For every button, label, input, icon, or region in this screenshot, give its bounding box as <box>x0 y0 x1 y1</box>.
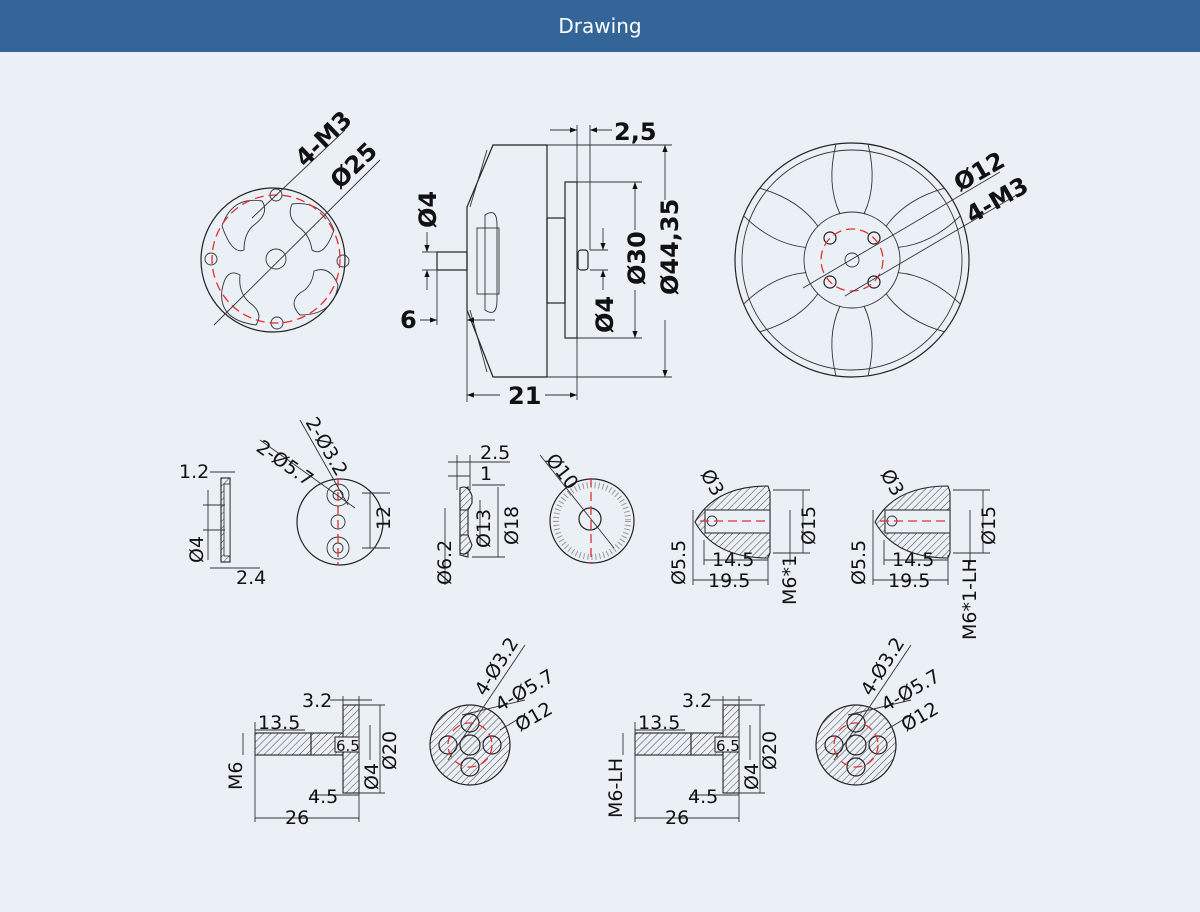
front-shaft-diameter-label: Ø4 <box>414 191 442 228</box>
thickness-a-label: 1.2 <box>179 461 209 483</box>
spacing-label: 12 <box>373 506 395 530</box>
thread-label: M6-LH <box>605 758 627 818</box>
thickness-label: 2.5 <box>480 442 510 464</box>
bore-diameter-label: Ø4 <box>741 763 763 790</box>
bore-diameter-label: Ø4 <box>361 763 383 790</box>
motor-mount-face-view: 4-M3 Ø25 <box>200 105 383 333</box>
rear-offset-label: 2,5 <box>614 118 657 146</box>
spacer-face-view: 2-Ø5.7 2-Ø3.2 12 <box>252 414 395 566</box>
flange-label: 3.2 <box>302 690 332 712</box>
shaft-length-label: 6 <box>400 306 417 334</box>
rear-shaft-diameter-label: Ø4 <box>591 296 619 333</box>
page-title: Drawing <box>558 14 642 38</box>
prop-adapter-cw-face-view: 4-Ø3.2 4-Ø5.7 Ø12 <box>429 634 558 786</box>
flange-diameter-label: Ø20 <box>759 731 781 770</box>
depth-label: 14.5 <box>892 549 934 571</box>
step-label: 4.5 <box>308 786 338 808</box>
prop-nut-ccw: Ø3 Ø5.5 14.5 19.5 Ø15 M6*1-LH <box>848 466 1000 641</box>
hole-diameter-label: Ø4 <box>186 536 208 563</box>
length-label: 19.5 <box>708 570 750 592</box>
thread-length-label: 13.5 <box>638 712 680 734</box>
flange-diameter-label: Ø20 <box>379 731 401 770</box>
flange-label: 3.2 <box>682 690 712 712</box>
thread-length-label: 13.5 <box>258 712 300 734</box>
outer-diameter-label: Ø15 <box>798 506 820 545</box>
mid-diameter-label: Ø13 <box>473 509 495 548</box>
thread-label: M6 <box>225 762 247 790</box>
bore-depth-label: 6.5 <box>336 737 360 755</box>
depth-label: 14.5 <box>712 549 754 571</box>
cone-washer-face-view: Ø10 <box>539 450 635 564</box>
prop-adapter-cw-side-view: 6.5 3.2 13.5 Ø20 Ø4 4.5 26 M6 <box>225 690 401 829</box>
counterbore-label: 2-Ø5.7 <box>252 436 317 491</box>
thread-label: M6*1 <box>779 555 801 605</box>
cone-washer-side-view: 2.5 1 Ø6.2 Ø13 Ø18 <box>434 442 523 585</box>
thickness-b-label: 2.4 <box>236 567 266 589</box>
inner-diameter-label: Ø5.5 <box>848 540 870 585</box>
prop-adapter-ccw-side-view: 6.5 3.2 13.5 Ø20 Ø4 4.5 26 M6-LH <box>605 690 781 829</box>
prop-adapter-ccw-face-view: 4-Ø3.2 4-Ø5.7 Ø12 <box>815 634 944 786</box>
inner-diameter-label: Ø6.2 <box>434 540 456 585</box>
motor-side-view: 2,5 Ø44,35 Ø30 Ø4 Ø4 6 21 <box>400 118 684 410</box>
outer-diameter-label: Ø15 <box>978 506 1000 545</box>
thread-label: M6*1-LH <box>959 558 981 640</box>
length-label: 19.5 <box>888 570 930 592</box>
prop-nut-cw: Ø3 Ø5.5 14.5 19.5 Ø15 M6*1 <box>668 466 820 606</box>
bore-depth-label: 6.5 <box>716 737 740 755</box>
outer-diameter-label: Ø44,35 <box>656 199 684 295</box>
header-bar: Drawing <box>0 0 1200 52</box>
length-label: 26 <box>285 807 309 829</box>
lip-label: 1 <box>480 463 492 485</box>
outer-diameter-label: Ø18 <box>501 506 523 545</box>
face-diameter-label: Ø10 <box>541 450 582 494</box>
spacer-side-view: 1.2 Ø4 2.4 <box>179 461 266 589</box>
base-diameter-label: Ø30 <box>623 231 651 285</box>
inner-diameter-label: Ø5.5 <box>668 540 690 585</box>
step-label: 4.5 <box>688 786 718 808</box>
length-label: 21 <box>508 382 541 410</box>
rotor-face-view: Ø12 4-M3 <box>734 142 1033 378</box>
length-label: 26 <box>665 807 689 829</box>
